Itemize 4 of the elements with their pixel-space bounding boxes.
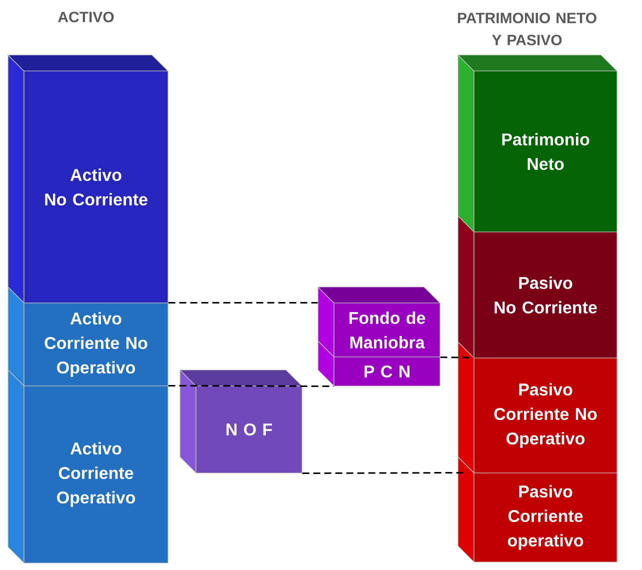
column-heading: ACTIVO xyxy=(58,12,114,22)
dashed-line xyxy=(168,302,318,304)
column-heading: PATRIMONIO NETO Y PASIVO xyxy=(458,12,596,46)
dashed-line xyxy=(302,472,466,474)
